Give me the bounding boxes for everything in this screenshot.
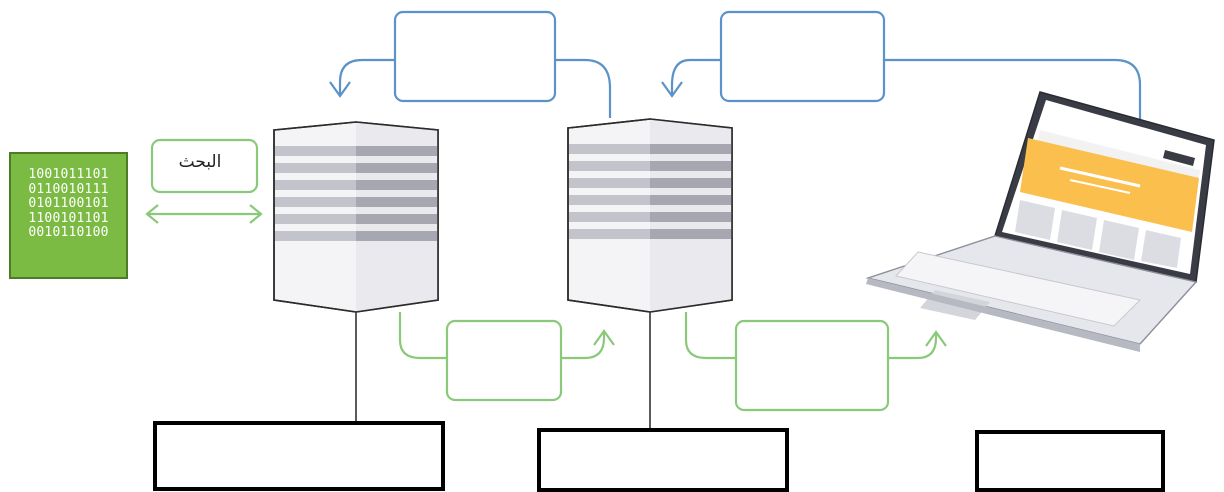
answer-box-web-server[interactable] <box>537 428 789 492</box>
binary-line: 1001011101 <box>28 167 109 182</box>
database-server-icon <box>273 121 439 423</box>
response-connector-to-server2 <box>561 332 606 360</box>
binary-line: 1100101101 <box>28 210 109 226</box>
answer-box-database-server[interactable] <box>153 421 445 491</box>
request-connector-server2 <box>555 58 612 118</box>
web-server-icon <box>567 118 733 430</box>
response-connector-server1 <box>398 312 447 360</box>
binary-line: 0010110100 <box>28 225 109 240</box>
request-box-1 <box>393 10 557 103</box>
response-box-2 <box>734 319 890 412</box>
binary-data-icon: 1001011101 0110010111 0101100101 1100101… <box>9 152 128 279</box>
response-box-1 <box>445 319 563 402</box>
request-connector-laptop <box>884 58 1142 120</box>
search-arrowhead-left <box>145 204 159 224</box>
request-box-2 <box>719 10 886 103</box>
laptop-icon <box>865 91 1215 352</box>
request-arrowhead-server1 <box>329 81 351 98</box>
search-box <box>150 138 259 194</box>
request-connector-to-server2 <box>670 58 720 95</box>
request-connector-to-server1 <box>338 58 395 95</box>
response-arrowhead-laptop <box>925 330 947 347</box>
search-arrowhead-right <box>249 204 263 224</box>
request-arrowhead-server2 <box>661 81 683 98</box>
request-flow <box>329 10 1142 120</box>
response-connector-to-laptop <box>888 333 938 360</box>
response-arrowhead-server2 <box>593 329 615 346</box>
answer-box-client[interactable] <box>975 430 1165 492</box>
binary-line: 0101100101 <box>28 196 109 211</box>
search-label: البحث <box>178 152 222 172</box>
binary-line: 0110010111 <box>28 181 109 197</box>
response-connector-server2 <box>684 312 736 360</box>
response-flow <box>145 138 947 412</box>
